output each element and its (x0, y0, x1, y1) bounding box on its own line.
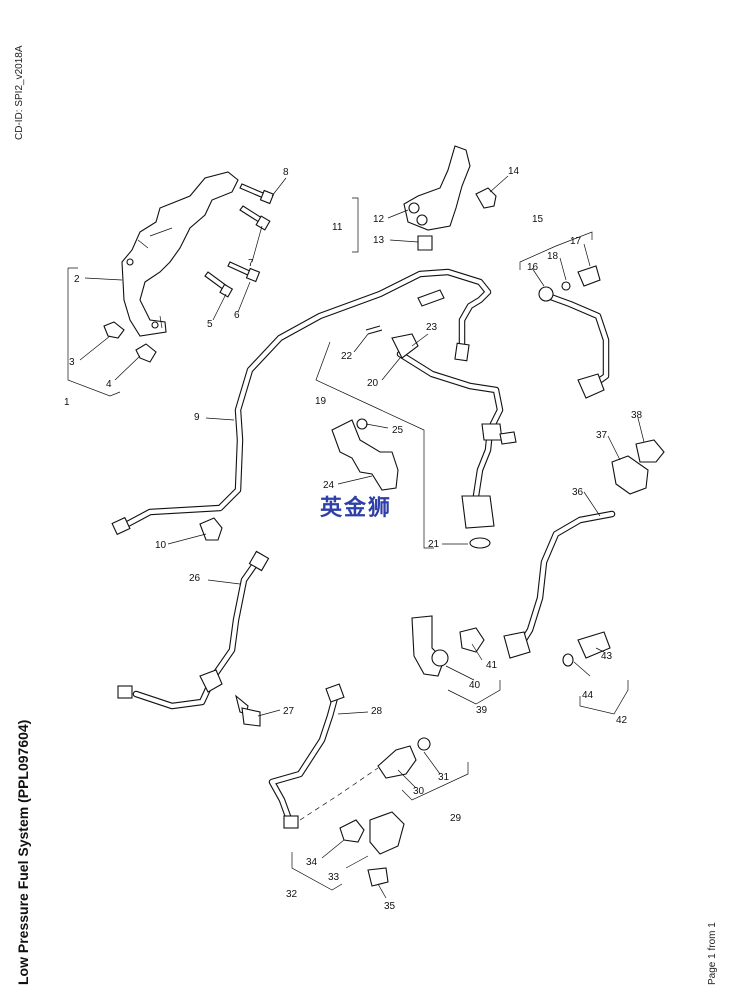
callout-37: 37 (596, 430, 608, 441)
callout-11: 11 (332, 222, 343, 233)
callout-15: 15 (532, 214, 544, 225)
callout-25: 25 (392, 425, 404, 436)
callout-13: 13 (373, 235, 385, 246)
callout-30: 30 (413, 786, 425, 797)
bracket-39 (411, 615, 485, 677)
fuel-pipe-15 (538, 265, 610, 399)
callout-5: 5 (207, 319, 213, 330)
callout-16: 16 (527, 262, 539, 273)
fuel-pipe-28 (268, 683, 345, 829)
callout-41: 41 (486, 660, 498, 671)
mounting-bracket (121, 171, 239, 337)
callout-19: 19 (315, 396, 327, 407)
fuel-pipe-36 (503, 439, 665, 659)
callout-9: 9 (194, 412, 200, 423)
callout-28: 28 (371, 706, 383, 717)
callout-1: 1 (64, 397, 70, 408)
callout-4: 4 (106, 379, 112, 390)
connector-42 (562, 631, 611, 667)
callout-17: 17 (570, 236, 582, 247)
callout-23: 23 (426, 322, 438, 333)
callout-39: 39 (476, 705, 488, 716)
clip-10 (199, 517, 223, 541)
callout-24: 24 (323, 480, 335, 491)
callout-42: 42 (616, 715, 628, 726)
callout-38: 38 (631, 410, 643, 421)
callout-12: 12 (373, 214, 385, 225)
callout-22: 22 (341, 351, 353, 362)
leader-lines (79, 175, 645, 899)
callout-18: 18 (547, 251, 559, 262)
callout-14: 14 (508, 166, 520, 177)
callout-31: 31 (438, 772, 450, 783)
bracket-24 (331, 418, 399, 491)
fuel-pipe-9 (111, 268, 492, 536)
callout-36: 36 (572, 487, 584, 498)
bracket-bolts (204, 183, 275, 298)
clip-bracket-32 (339, 811, 405, 887)
callout-35: 35 (384, 901, 396, 912)
callout-40: 40 (469, 680, 481, 691)
fuel-pipe-19 (365, 325, 517, 549)
watermark-logo: 英金狮 (320, 496, 393, 521)
callout-7: 7 (248, 258, 254, 269)
callout-44: 44 (582, 690, 594, 701)
callout-3: 3 (69, 357, 75, 368)
callout-33: 33 (328, 872, 340, 883)
callout-10: 10 (155, 540, 167, 551)
bracket-11 (403, 145, 497, 251)
callout-26: 26 (189, 573, 201, 584)
sensor-29 (377, 737, 431, 779)
callout-34: 34 (306, 857, 318, 868)
callout-numbers: 1 2 3 4 5 6 7 8 9 10 11 12 13 14 15 16 1… (64, 166, 643, 912)
callout-27: 27 (283, 706, 295, 717)
callout-20: 20 (367, 378, 379, 389)
callout-21: 21 (428, 539, 440, 550)
callout-43: 43 (601, 651, 613, 662)
callout-2: 2 (74, 274, 80, 285)
callout-29: 29 (450, 813, 462, 824)
callout-32: 32 (286, 889, 298, 900)
callout-6: 6 (234, 310, 240, 321)
fuel-pipe-26 (117, 550, 270, 727)
callout-8: 8 (283, 167, 289, 178)
